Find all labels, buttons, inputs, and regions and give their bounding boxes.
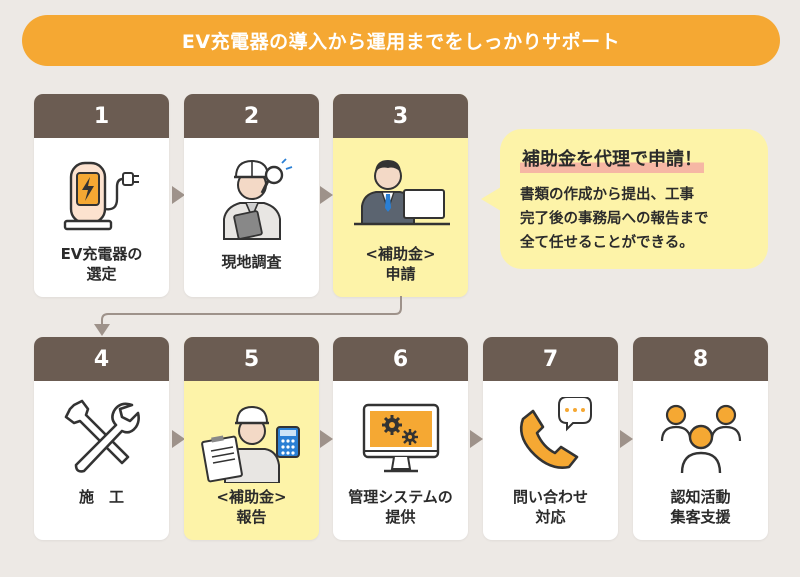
monitor-gears-icon [362,403,439,473]
step-4-card: 4 施 工 [34,337,169,540]
step-number: 7 [483,337,618,381]
step-8-card: 8 認知活動集客支援 [633,337,768,540]
flow-arrow [620,430,633,448]
flow-arrow [320,430,333,448]
step-3-card: 3 <補助金>申請 [333,94,468,297]
step-label: 現地調査 [221,253,282,271]
banner-text: EV充電器の導入から運用までをしっかりサポート [181,31,621,53]
flow-arrow [172,430,185,448]
flow-arrow [172,186,185,204]
step-6-card: 6 管理システムの提供 [333,337,468,540]
step-label: <補助金>申請 [365,245,436,283]
step-number: 2 [184,94,319,138]
step-5-card: 5 <補助金>報告 [184,337,319,540]
step-label: 認知活動集客支援 [670,488,731,526]
step-1-card: 1 EV充電器の選定 [34,94,169,297]
worker-calculator-icon [200,405,300,483]
step-label: 問い合わせ対応 [512,488,588,526]
step-label: 管理システムの提供 [348,488,453,526]
step-2-card: 2 現地調査 [184,94,319,297]
callout-body: 書類の作成から提出、工事 完了後の事務局への報告まで 全て任せることができる。 [520,187,709,251]
ev-charger-icon [63,161,139,231]
step-number: 4 [34,337,169,381]
step-number: 8 [633,337,768,381]
tools-icon [64,399,140,473]
step-number: 6 [333,337,468,381]
connector-arrow [94,296,402,336]
step-label: 施 工 [78,488,124,506]
surveyor-icon [222,158,292,240]
callout-title: 補助金を代理で申請！ [520,145,704,173]
title-banner: EV充電器の導入から運用までをしっかりサポート [22,15,780,66]
callout-pointer [481,187,501,211]
flow-arrow [320,186,333,204]
phone-icon [519,397,592,469]
step-7-card: 7 問い合わせ対応 [483,337,618,540]
callout-bubble: 補助金を代理で申請！ 書類の作成から提出、工事 完了後の事務局への報告まで 全て… [500,129,768,269]
people-icon [660,404,741,474]
step-number: 5 [184,337,319,381]
step-number: 3 [333,94,468,138]
step-label: <補助金>報告 [216,488,287,526]
step-number: 1 [34,94,169,138]
step-label: EV充電器の選定 [60,245,143,283]
office-worker-icon [353,160,450,226]
flow-arrow [470,430,483,448]
